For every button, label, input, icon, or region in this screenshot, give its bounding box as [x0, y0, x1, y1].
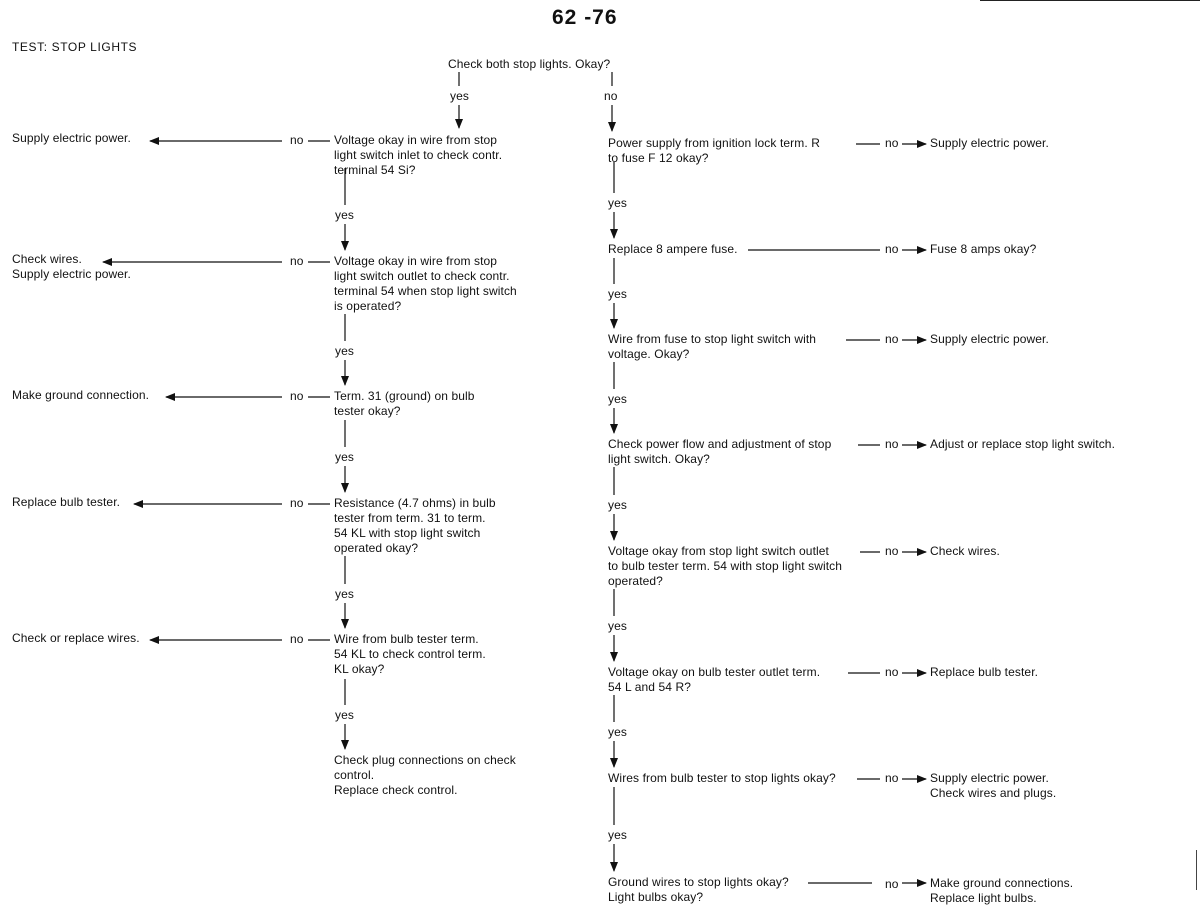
left-question-5: Wire from bulb tester term. 54 KL to che… [334, 632, 486, 676]
right-question-6: Voltage okay on bulb tester outlet term.… [608, 665, 821, 694]
no-label: no [885, 544, 899, 558]
no-label: no [885, 437, 899, 451]
right-action-4: Adjust or replace stop light switch. [930, 437, 1116, 451]
left-action-3: Make ground connection. [12, 388, 150, 402]
right-action-8: Make ground connections. Replace light b… [930, 876, 1074, 905]
no-label: no [290, 254, 304, 268]
no-label: no [885, 665, 899, 679]
right-action-6: Replace bulb tester. [930, 665, 1039, 679]
no-label: no [290, 632, 304, 646]
right-question-5: Voltage okay from stop light switch outl… [608, 544, 843, 588]
left-question-1: Voltage okay in wire from stop light swi… [334, 133, 503, 177]
page-number: 62 -76 [552, 6, 618, 29]
right-question-3: Wire from fuse to stop light switch with… [608, 332, 817, 361]
yes-label: yes [608, 828, 627, 842]
yes-label: yes [608, 498, 627, 512]
no-label: no [604, 89, 618, 103]
yes-label: yes [335, 344, 354, 358]
left-action-5: Check or replace wires. [12, 631, 140, 645]
yes-label: yes [608, 287, 627, 301]
right-question-8: Ground wires to stop lights okay? Light … [608, 875, 789, 904]
right-question-1: Power supply from ignition lock term. R … [608, 136, 820, 165]
left-action-1: Supply electric power. [12, 131, 131, 145]
left-action-2: Check wires. Supply electric power. [12, 252, 131, 281]
left-question-4: Resistance (4.7 ohms) in bulb tester fro… [334, 496, 496, 555]
right-action-5: Check wires. [930, 544, 1000, 558]
yes-label: yes [335, 450, 354, 464]
right-edge-mark [1196, 850, 1197, 890]
top-border-line [980, 0, 1200, 1]
right-action-3: Supply electric power. [930, 332, 1049, 346]
top-question: Check both stop lights. Okay? [448, 57, 611, 71]
right-question-2: Replace 8 ampere fuse. [608, 242, 738, 256]
yes-label: yes [608, 392, 627, 406]
left-question-3: Term. 31 (ground) on bulb tester okay? [334, 389, 475, 418]
right-action-2: Fuse 8 amps okay? [930, 242, 1037, 256]
yes-label: yes [450, 89, 469, 103]
right-action-7: Supply electric power. Check wires and p… [930, 771, 1057, 800]
yes-label: yes [608, 725, 627, 739]
no-label: no [885, 877, 899, 891]
right-action-1: Supply electric power. [930, 136, 1049, 150]
no-label: no [290, 133, 304, 147]
left-action-4: Replace bulb tester. [12, 495, 121, 509]
no-label: no [290, 496, 304, 510]
no-label: no [885, 771, 899, 785]
no-label: no [885, 136, 899, 150]
yes-label: yes [335, 208, 354, 222]
yes-label: yes [335, 587, 354, 601]
yes-label: yes [335, 708, 354, 722]
no-label: no [885, 332, 899, 346]
left-final-action: Check plug connections on check control.… [334, 753, 516, 797]
no-label: no [290, 389, 304, 403]
yes-label: yes [608, 196, 627, 210]
right-question-4: Check power flow and adjustment of stop … [608, 437, 832, 466]
no-label: no [885, 242, 899, 256]
diagram-title: TEST: STOP LIGHTS [12, 40, 138, 54]
yes-label: yes [608, 619, 627, 633]
right-question-7: Wires from bulb tester to stop lights ok… [608, 771, 836, 785]
left-question-2: Voltage okay in wire from stop light swi… [334, 254, 517, 313]
